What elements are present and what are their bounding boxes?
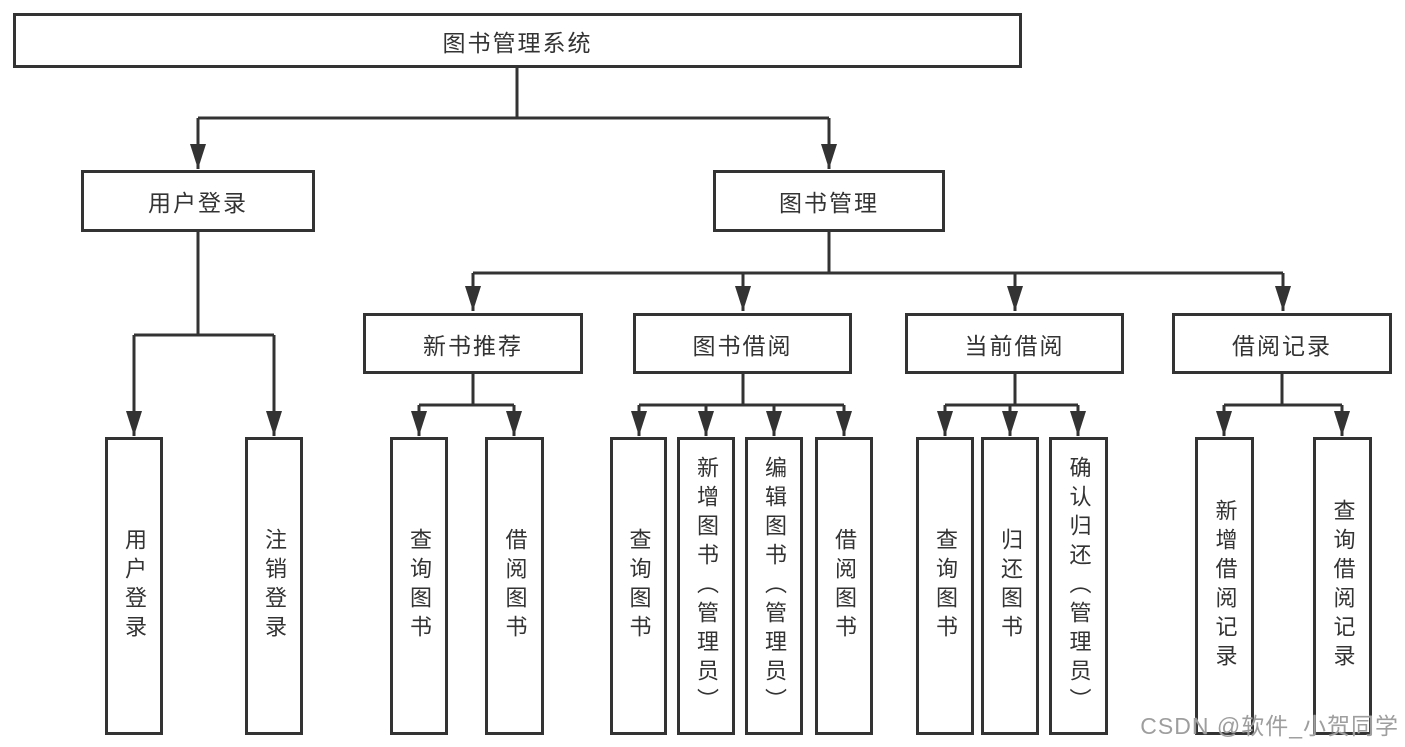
node-book-management: 图书管理 (713, 170, 945, 232)
leaf-newbook-query-books-label: 查询图书 (407, 528, 432, 644)
node-book-management-label: 图书管理 (779, 190, 879, 216)
leaf-borrow-query-books-label: 查询图书 (626, 528, 652, 644)
node-root-system: 图书管理系统 (13, 13, 1022, 68)
leaf-user-login: 用户登录 (105, 437, 163, 735)
node-current-borrow-label: 当前借阅 (964, 332, 1065, 359)
leaf-add-borrow-record: 新增借阅记录 (1195, 437, 1254, 735)
node-new-book-recommend: 新书推荐 (363, 313, 583, 374)
node-book-borrow: 图书借阅 (633, 313, 852, 374)
node-book-borrow-label: 图书借阅 (692, 332, 793, 359)
leaf-add-borrow-record-label: 新增借阅记录 (1212, 499, 1238, 673)
node-user-login-label: 用户登录 (148, 190, 248, 216)
leaf-newbook-borrow-books-label: 借阅图书 (502, 528, 528, 644)
leaf-borrow-books: 借阅图书 (815, 437, 873, 735)
node-borrow-record-label: 借阅记录 (1232, 332, 1332, 359)
leaf-user-login-label: 用户登录 (122, 528, 147, 644)
connector-user-login-branch (132, 232, 276, 436)
leaf-newbook-query-books: 查询图书 (390, 437, 448, 735)
connector-root-to-level2 (196, 68, 831, 169)
leaf-logout-label: 注销登录 (262, 528, 287, 644)
leaf-confirm-return-admin: 确认归还（管理员） (1049, 437, 1108, 735)
arrowheads (126, 144, 1350, 436)
leaf-query-borrow-record: 查询借阅记录 (1313, 437, 1372, 735)
node-root-system-label: 图书管理系统 (442, 29, 593, 56)
leaf-add-books-admin-label: 新增图书（管理员） (694, 455, 719, 717)
connector-borrow-record-branch (1222, 374, 1344, 436)
connector-new-book-branch (417, 374, 516, 436)
connector-book-management-branch (471, 232, 1285, 311)
node-borrow-record: 借阅记录 (1172, 313, 1392, 374)
leaf-edit-books-admin: 编辑图书（管理员） (745, 437, 803, 735)
leaf-return-books-label: 归还图书 (998, 528, 1023, 644)
connector-book-borrow-branch (637, 374, 846, 436)
node-current-borrow: 当前借阅 (905, 313, 1124, 374)
leaf-newbook-borrow-books: 借阅图书 (485, 437, 544, 735)
leaf-current-query-books-label: 查询图书 (933, 528, 958, 644)
csdn-watermark: CSDN @软件_小贺同学 (1140, 713, 1399, 739)
node-user-login: 用户登录 (81, 170, 315, 232)
leaf-query-borrow-record-label: 查询借阅记录 (1330, 499, 1356, 673)
leaf-borrow-books-label: 借阅图书 (832, 528, 857, 644)
leaf-confirm-return-admin-label: 确认归还（管理员） (1066, 455, 1092, 717)
leaf-borrow-query-books: 查询图书 (610, 437, 667, 735)
leaf-edit-books-admin-label: 编辑图书（管理员） (762, 455, 787, 717)
leaf-add-books-admin: 新增图书（管理员） (677, 437, 735, 735)
leaf-current-query-books: 查询图书 (916, 437, 974, 735)
node-new-book-recommend-label: 新书推荐 (423, 332, 523, 359)
leaf-logout: 注销登录 (245, 437, 303, 735)
leaf-return-books: 归还图书 (981, 437, 1039, 735)
